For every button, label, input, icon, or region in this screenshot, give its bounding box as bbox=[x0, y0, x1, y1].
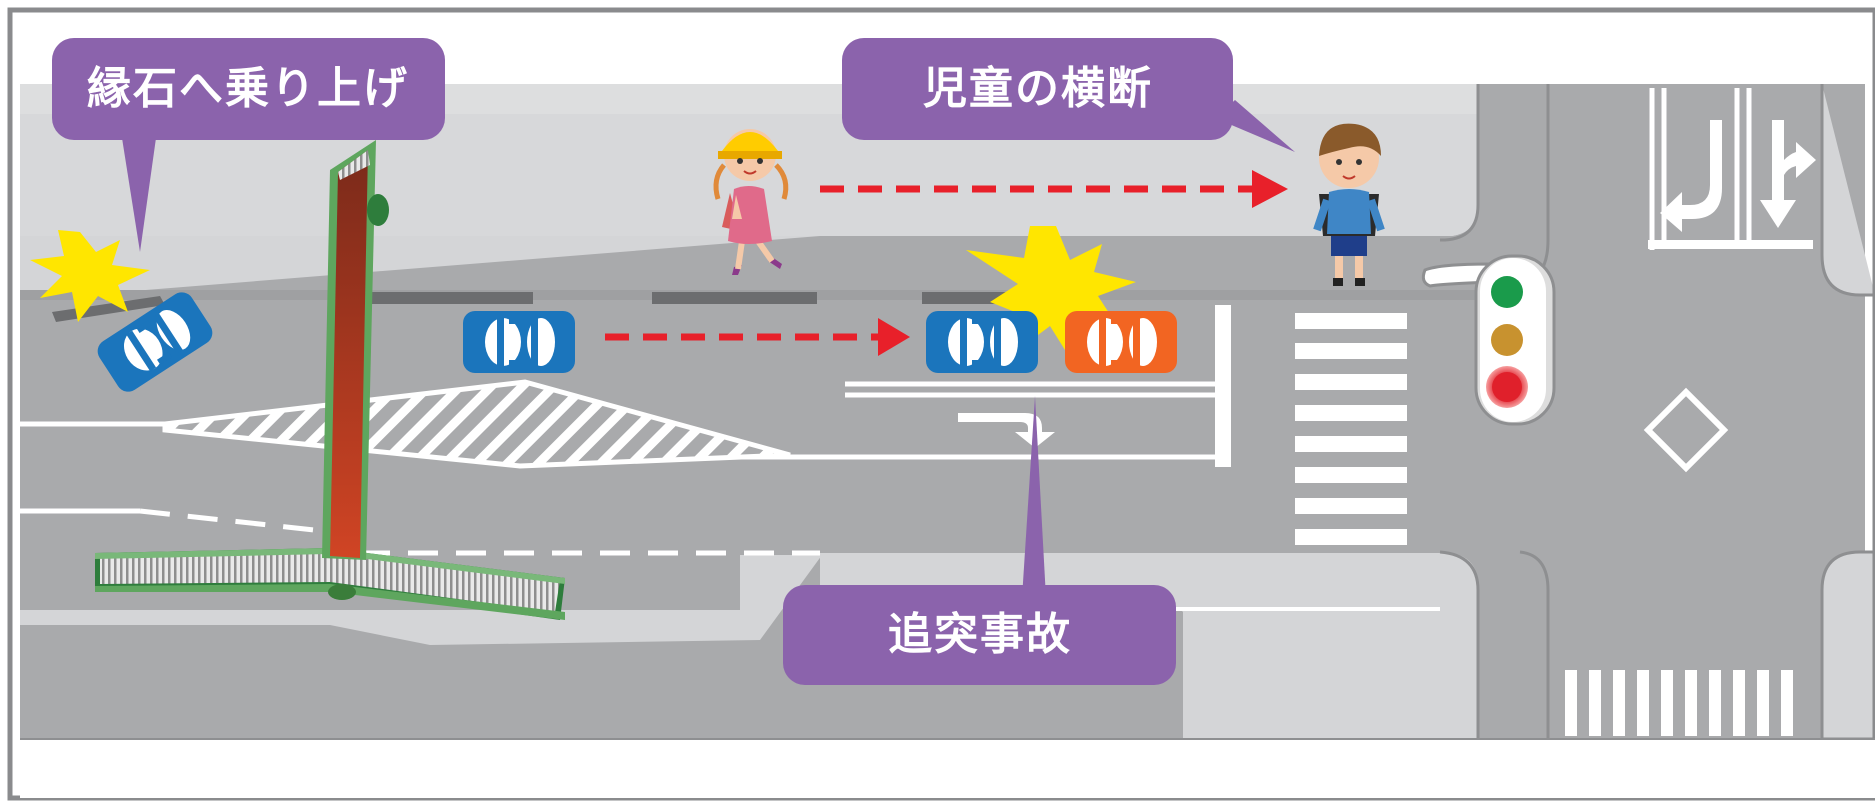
lane-arrows bbox=[1648, 88, 1816, 250]
callout-rear-end-text: 追突事故 bbox=[888, 609, 1072, 660]
curb-block bbox=[652, 292, 817, 304]
callout-curb: 縁石へ乗り上げ bbox=[52, 38, 445, 252]
car-path-arrow bbox=[605, 318, 910, 356]
corner-curb-top-right bbox=[1440, 84, 1480, 242]
car-icon bbox=[97, 292, 213, 392]
car-icon bbox=[463, 311, 575, 373]
child-boy-icon bbox=[1313, 123, 1385, 286]
car-icon bbox=[1065, 311, 1177, 373]
collision-burst-icon bbox=[30, 230, 150, 322]
signal-pole-icon bbox=[95, 140, 565, 620]
crosswalk-bottom bbox=[1565, 670, 1793, 736]
crosswalk-main bbox=[1295, 313, 1407, 545]
diamond-marking-icon bbox=[1643, 387, 1729, 473]
callout-rear-end: 追突事故 bbox=[783, 396, 1176, 685]
child-path-arrow bbox=[820, 170, 1288, 208]
callout-child-crossing: 児童の横断 bbox=[842, 38, 1295, 152]
lane-arrow-icon bbox=[1760, 120, 1816, 228]
curb-block bbox=[368, 292, 533, 304]
median-island bbox=[20, 555, 822, 645]
zebra-zone bbox=[162, 379, 791, 469]
collision-burst-icon bbox=[966, 226, 1136, 358]
stop-line bbox=[1215, 305, 1231, 467]
turn-marking bbox=[958, 413, 1055, 448]
callout-curb-text: 縁石へ乗り上げ bbox=[87, 63, 409, 114]
intersection-left-edge bbox=[1519, 550, 1550, 739]
callout-child-crossing-text: 児童の横断 bbox=[923, 63, 1153, 114]
child-girl-icon bbox=[713, 129, 789, 275]
intersection-right-corner bbox=[1820, 84, 1875, 297]
intersection-right-corner bbox=[1820, 550, 1875, 741]
frame-bottom bbox=[20, 739, 1875, 798]
car-icon bbox=[926, 311, 1038, 373]
traffic-light-icon bbox=[1421, 254, 1556, 426]
lane-arrow-icon bbox=[1660, 120, 1722, 232]
corner-curb-bottom-right bbox=[1439, 550, 1480, 739]
